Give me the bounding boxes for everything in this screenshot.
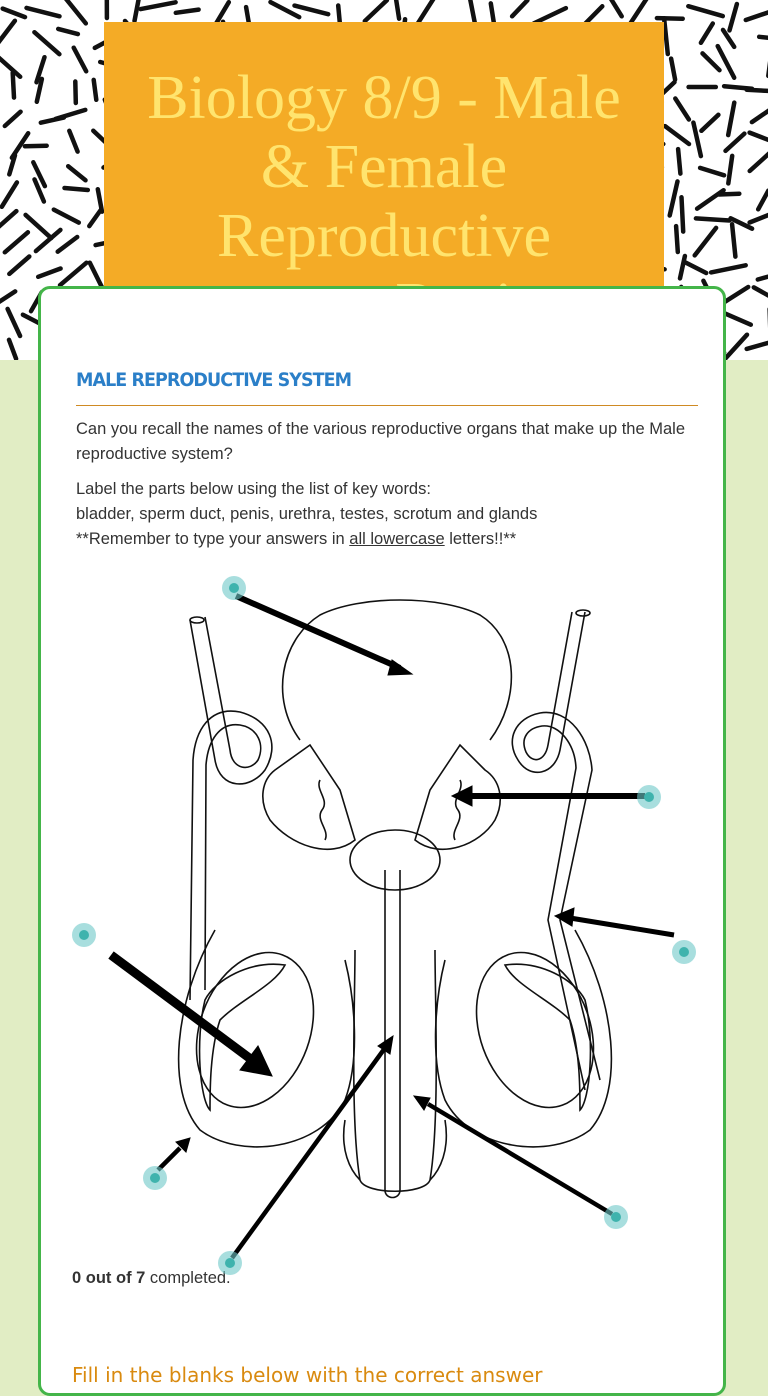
label-hotspot-urethra[interactable]: [218, 1251, 242, 1275]
label-hotspot-bladder[interactable]: [222, 576, 246, 600]
label-hotspot-scrotum[interactable]: [143, 1166, 167, 1190]
label-hotspot-glands[interactable]: [637, 785, 661, 809]
label-hotspot-testes[interactable]: [72, 923, 96, 947]
label-hotspot-sperm-duct[interactable]: [672, 940, 696, 964]
label-hotspot-penis[interactable]: [604, 1205, 628, 1229]
